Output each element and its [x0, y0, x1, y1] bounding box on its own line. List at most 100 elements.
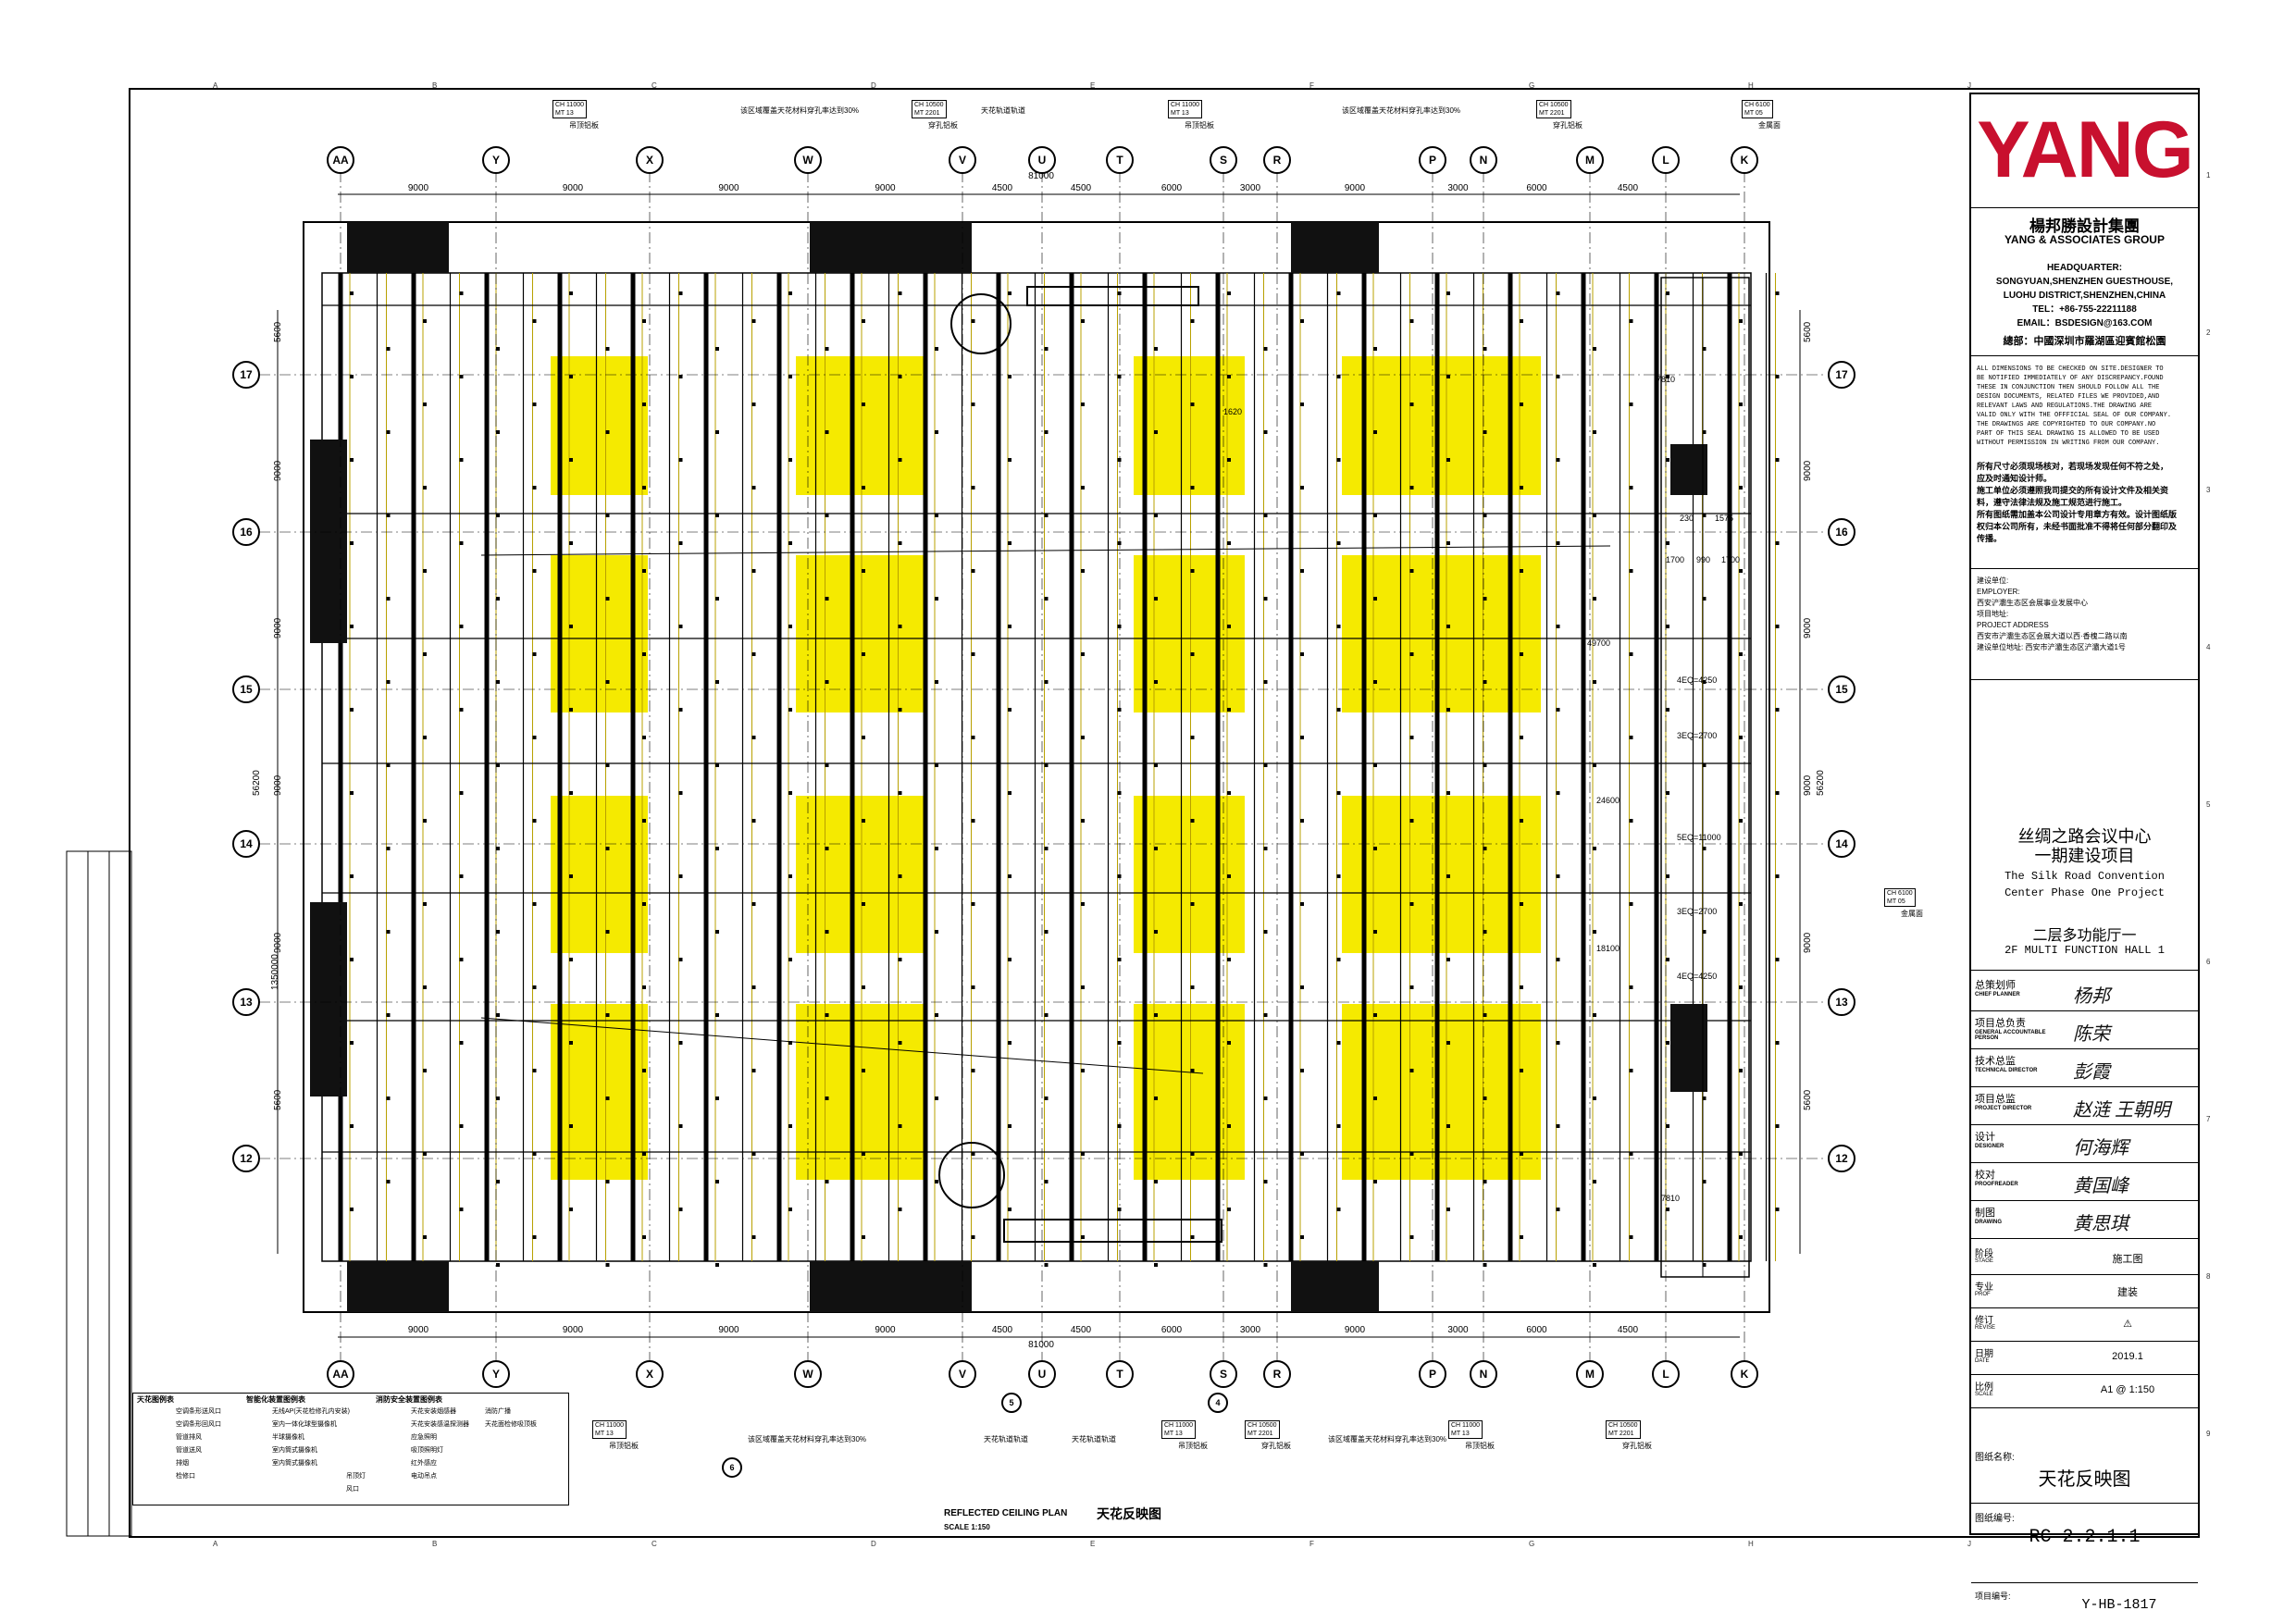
axis-bubble-17: 17	[232, 361, 260, 389]
light-fixture	[1336, 1124, 1341, 1128]
light-fixture	[862, 403, 865, 406]
border-letter: B	[432, 1540, 438, 1548]
light-fixture	[1336, 791, 1341, 795]
section-mark: 4	[1208, 1393, 1228, 1413]
border-letter: E	[1090, 1540, 1096, 1548]
service-block-top	[1291, 222, 1379, 273]
light-fixture	[532, 486, 537, 489]
light-fixture	[678, 458, 683, 462]
dimension-top: 4500	[991, 183, 1013, 193]
light-fixture	[386, 347, 391, 351]
dimension-right: 9000	[1803, 932, 1813, 953]
light-fixture	[459, 291, 464, 295]
light-fixture	[1300, 486, 1304, 489]
section-mark: 6	[722, 1457, 742, 1478]
light-fixture	[1190, 486, 1195, 489]
callout-ch: CH 11000	[1164, 1422, 1194, 1429]
project-name-cn: 丝绸之路会议中心一期建设项目	[2017, 827, 2152, 865]
light-fixture	[642, 736, 646, 739]
interior-dimension: 7810	[1657, 375, 1676, 384]
light-fixture	[1300, 1152, 1304, 1156]
light-fixture	[1556, 458, 1560, 462]
light-fixture	[1520, 569, 1523, 573]
dimension-top: 9000	[875, 183, 896, 193]
light-fixture	[1154, 514, 1158, 517]
project-no-label: 项目编号:	[1975, 1592, 2011, 1601]
light-fixture	[715, 1013, 719, 1017]
drawing-name-label: 图纸名称:	[1975, 1453, 2015, 1463]
role-en: GENERAL ACCOUNTABLE PERSON	[1975, 1030, 2046, 1041]
light-fixture	[1044, 597, 1049, 601]
light-fixture	[971, 652, 975, 656]
light-fixture	[1775, 791, 1780, 795]
light-fixture	[715, 763, 719, 767]
light-fixture	[825, 680, 829, 684]
light-fixture	[715, 847, 719, 850]
light-fixture	[862, 319, 865, 323]
dimension-bottom: 3000	[1447, 1325, 1469, 1335]
dimension-left-mid: 1350000	[270, 954, 280, 990]
light-fixture	[1556, 958, 1560, 961]
light-fixture	[1556, 874, 1560, 878]
border-number: 4	[2206, 643, 2211, 651]
light-fixture	[569, 1124, 573, 1128]
light-fixture	[642, 1152, 646, 1156]
light-fixture	[386, 847, 391, 850]
axis-bubble-15: 15	[232, 675, 260, 703]
light-fixture	[935, 763, 938, 767]
callout-material: 金属面	[1901, 910, 1923, 918]
light-fixture	[1227, 708, 1231, 712]
light-fixture	[825, 430, 829, 434]
light-fixture	[423, 569, 427, 573]
info-key: 日期	[1975, 1349, 1993, 1359]
light-fixture	[1739, 1069, 1743, 1072]
light-fixture	[1593, 1263, 1596, 1267]
light-fixture	[1008, 458, 1011, 462]
light-fixture	[1227, 625, 1231, 628]
plan-outline	[303, 221, 1770, 1313]
light-fixture	[1008, 541, 1011, 545]
light-fixture	[971, 819, 975, 823]
light-fixture	[642, 819, 646, 823]
light-fixture	[1446, 1124, 1450, 1128]
dimension-top: 4500	[1617, 183, 1639, 193]
info-key-en: SCALE	[1975, 1392, 1993, 1397]
axis-bubble-y: Y	[482, 1360, 510, 1388]
light-fixture	[1263, 930, 1268, 934]
light-fixture	[1629, 1152, 1633, 1156]
light-fixture	[971, 403, 975, 406]
service-block-left	[310, 440, 347, 643]
light-fixture	[1483, 430, 1487, 434]
light-fixture	[496, 763, 500, 767]
callout-ch: CH 6100	[1887, 890, 1913, 897]
light-fixture	[1190, 569, 1195, 573]
light-fixture	[642, 985, 646, 989]
light-fixture	[386, 763, 391, 767]
light-fixture	[1190, 1152, 1195, 1156]
light-fixture	[1666, 1208, 1669, 1211]
border-letter: A	[213, 81, 218, 90]
legend-item-smart: 室内一体化球型摄像机	[272, 1421, 337, 1428]
dimension-left: 5600	[273, 1089, 283, 1110]
light-fixture	[1629, 486, 1633, 489]
border-number: 5	[2206, 800, 2211, 809]
light-fixture	[1008, 874, 1011, 878]
light-fixture	[1409, 902, 1414, 906]
light-fixture	[496, 847, 500, 850]
role-cn: 项目总负责	[1975, 1018, 2026, 1029]
entry-bottom	[1003, 1219, 1222, 1243]
role-cn: 校对	[1975, 1170, 1995, 1181]
axis-bubble-15: 15	[1828, 675, 1855, 703]
light-fixture	[642, 1069, 646, 1072]
dimension-right: 5600	[1803, 1089, 1813, 1110]
info-key-en: PROF	[1975, 1292, 1991, 1297]
light-fixture	[1300, 736, 1304, 739]
info-value: 2019.1	[2112, 1351, 2143, 1362]
light-fixture	[1629, 403, 1633, 406]
light-fixture	[605, 1180, 610, 1183]
interior-dimension: 5EQ=11000	[1677, 833, 1721, 842]
light-fixture	[1702, 430, 1706, 434]
light-fixture	[1300, 819, 1304, 823]
